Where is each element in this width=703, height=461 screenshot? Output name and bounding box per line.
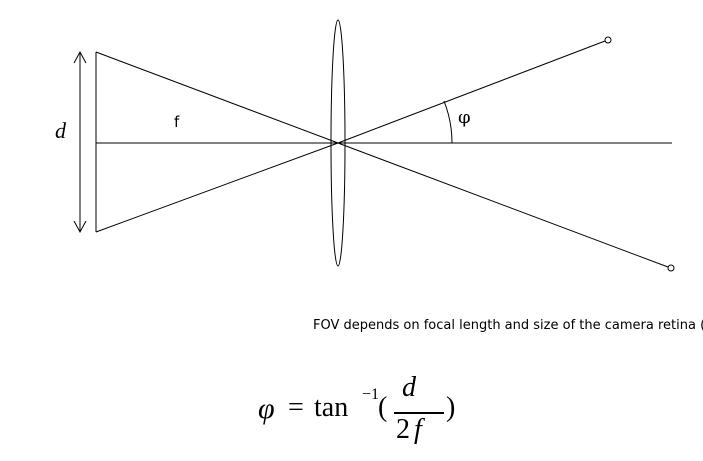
upper-ray-outer (337, 40, 606, 144)
angle-arc (443, 100, 453, 144)
upper-ray-inner (95, 51, 339, 144)
formula-open-paren: ( (378, 392, 388, 423)
formula-exponent: −1 (362, 386, 380, 403)
lower-ray-outer (337, 142, 669, 268)
size-arrow-bottom-head (73, 220, 87, 234)
caption: FOV depends on focal length and size of … (313, 318, 703, 334)
lower-ray-inner (95, 142, 339, 233)
formula-tan: tan (314, 392, 349, 423)
formula-denominator-f: f (414, 414, 422, 445)
formula-denominator-two: 2 (396, 414, 410, 445)
lower-ray-endpoint (667, 264, 675, 272)
lens (330, 19, 346, 267)
formula-close-paren: ) (446, 392, 456, 423)
formula-equals: = (288, 392, 304, 423)
fraction-bar (394, 412, 444, 414)
fov-formula: φ = tan −1 ( d 2 f ) (258, 372, 498, 445)
caption-text: FOV depends on focal length and size of … (313, 318, 703, 333)
label-f: f (174, 113, 180, 131)
upper-ray-endpoint (604, 36, 612, 44)
label-phi: φ (458, 107, 471, 128)
size-arrow-top-head (73, 50, 87, 64)
formula-numerator: d (402, 372, 416, 403)
formula-phi: φ (258, 392, 275, 425)
field-of-view-diagram: d f φ (55, 19, 675, 272)
label-d: d (55, 118, 67, 143)
